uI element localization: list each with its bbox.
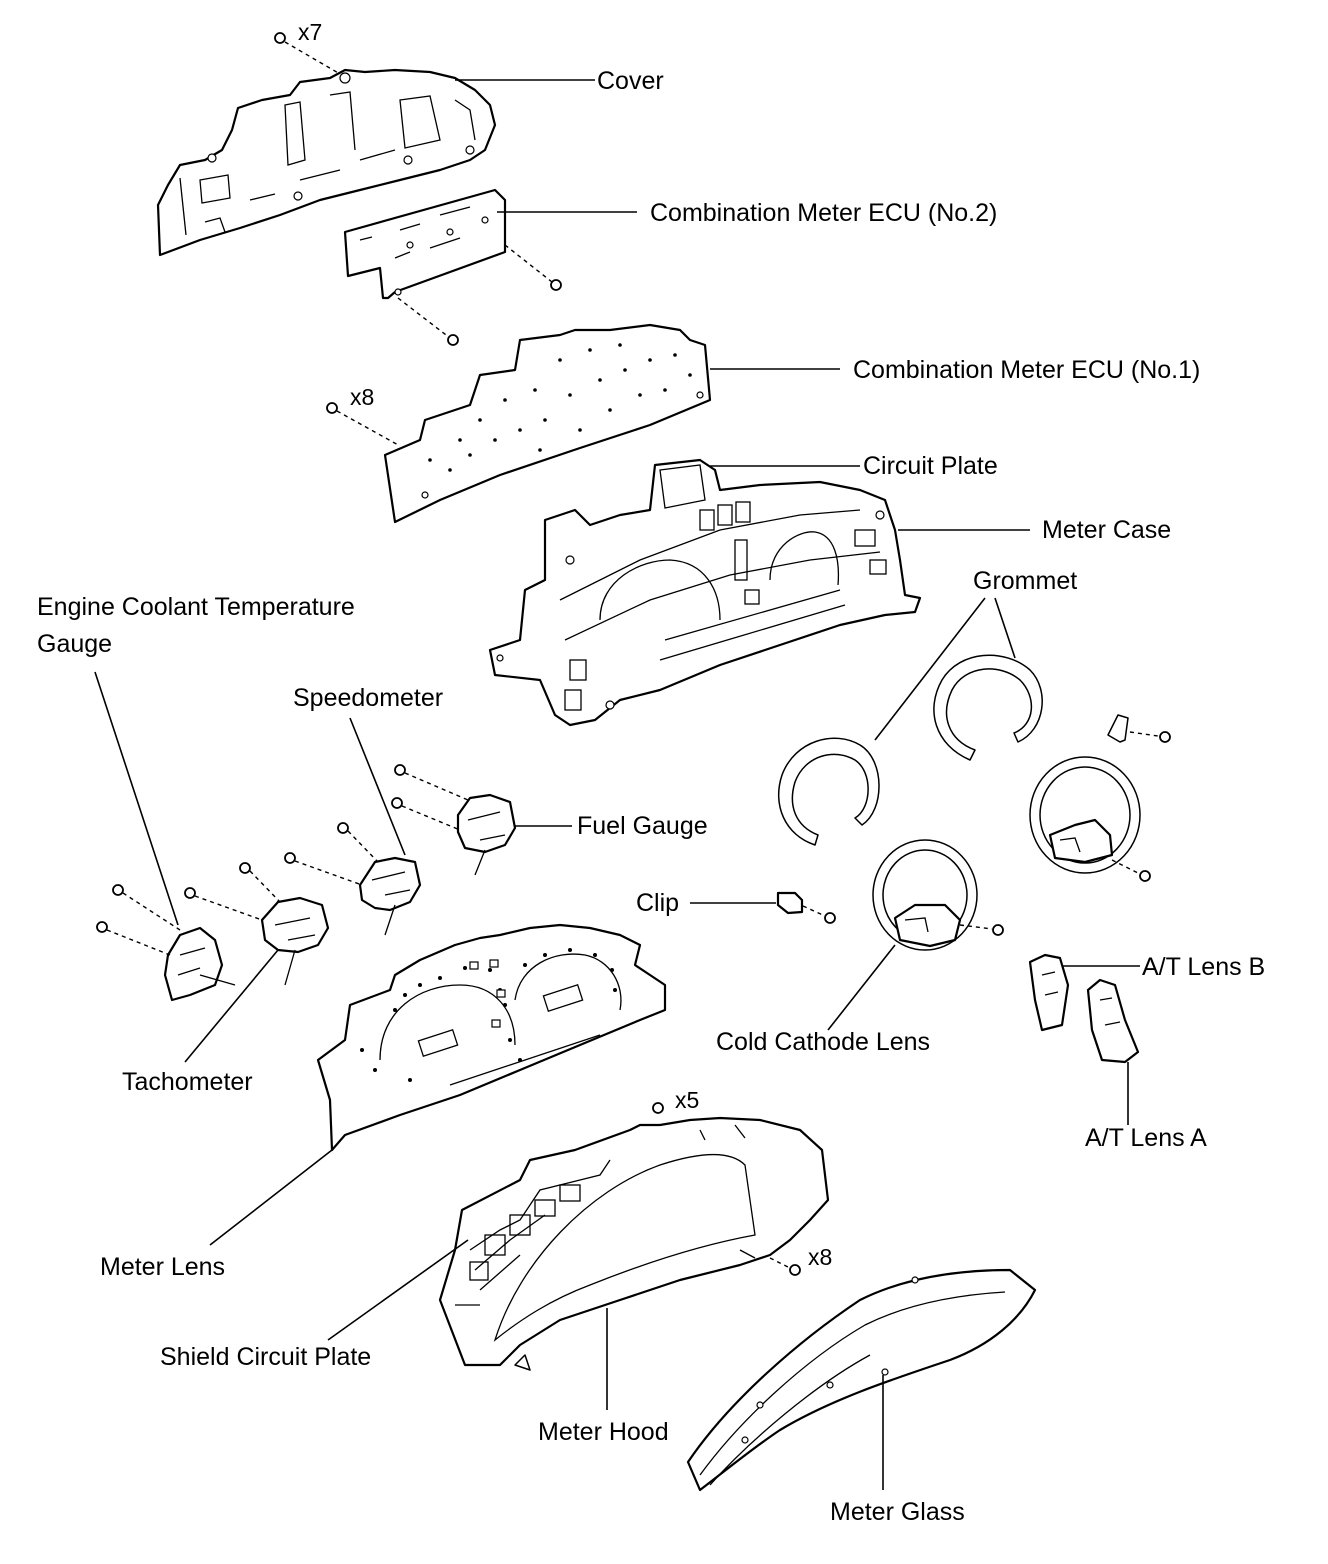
fuel-gauge-part [391, 764, 517, 876]
speedometer-leader [349, 717, 406, 856]
clip-label: Clip [636, 889, 679, 917]
meter-lens-leader [209, 1149, 333, 1246]
ecu2-screw-icon-1 [550, 279, 562, 291]
grommet-right-part [933, 654, 1043, 761]
ecu2-label: Combination Meter ECU (No.2) [650, 199, 997, 227]
ecu2-screw-line-2 [397, 297, 451, 339]
cold-cathode-lens-right-part [1029, 714, 1171, 882]
ecu2-screw-icon-2 [447, 334, 459, 346]
meter-case-label: Meter Case [1042, 516, 1171, 544]
fuel-gauge-label: Fuel Gauge [577, 812, 708, 840]
cold-cathode-lens-part [872, 839, 1004, 951]
at-lens-b-part [1028, 953, 1070, 1032]
ecu2-screw-line-1 [504, 244, 553, 283]
grommet-label: Grommet [973, 567, 1077, 595]
hood-side-screw-qty: x8 [808, 1244, 832, 1270]
hood-top-screw-qty: x5 [675, 1087, 699, 1113]
at-lens-b-label: A/T Lens B [1142, 953, 1265, 981]
ecu1-screw-icon [326, 402, 401, 447]
shield-circuit-plate-label: Shield Circuit Plate [160, 1343, 371, 1371]
grommet-leader-1 [874, 597, 986, 741]
speedometer-label: Speedometer [293, 684, 443, 712]
cover-label: Cover [597, 67, 664, 95]
cold-cathode-leader [827, 944, 896, 1031]
tachometer-part [184, 862, 330, 986]
meter-case-part [488, 458, 922, 727]
speedometer-part [284, 822, 422, 936]
meter-lens-label: Meter Lens [100, 1253, 225, 1281]
meter-hood-label: Meter Hood [538, 1418, 669, 1446]
engine-coolant-label-line2: Gauge [37, 630, 112, 658]
cold-cathode-label: Cold Cathode Lens [716, 1028, 930, 1056]
meter-glass-label: Meter Glass [830, 1498, 965, 1526]
clip-part [776, 891, 836, 924]
hood-top-screw-icon [652, 1102, 664, 1114]
ecu1-part [383, 323, 712, 524]
cover-screw-qty: x7 [298, 19, 322, 45]
tachometer-label: Tachometer [122, 1068, 253, 1096]
engine-coolant-label-line1: Engine Coolant Temperature [37, 593, 355, 621]
meter-lens-part [316, 923, 667, 1152]
at-lens-a-label: A/T Lens A [1085, 1124, 1207, 1152]
cover-part [156, 68, 497, 257]
meter-glass-part [686, 1268, 1037, 1492]
circuit-plate-label: Circuit Plate [863, 452, 998, 480]
engine-coolant-gauge-part [96, 884, 236, 1002]
meter-hood-part [438, 1116, 830, 1371]
tachometer-leader [184, 949, 279, 1063]
engine-coolant-leader [94, 671, 179, 926]
grommet-left-part [777, 737, 880, 846]
ecu1-label: Combination Meter ECU (No.1) [853, 356, 1200, 384]
cover-screw-icon [274, 32, 341, 75]
at-lens-a-part [1086, 978, 1140, 1064]
ecu2-part [343, 188, 507, 300]
shield-circuit-plate-leader [327, 1239, 469, 1341]
hood-side-screw-icon [769, 1257, 801, 1276]
grommet-leader-2 [994, 597, 1016, 659]
ecu1-screw-qty: x8 [350, 384, 374, 410]
